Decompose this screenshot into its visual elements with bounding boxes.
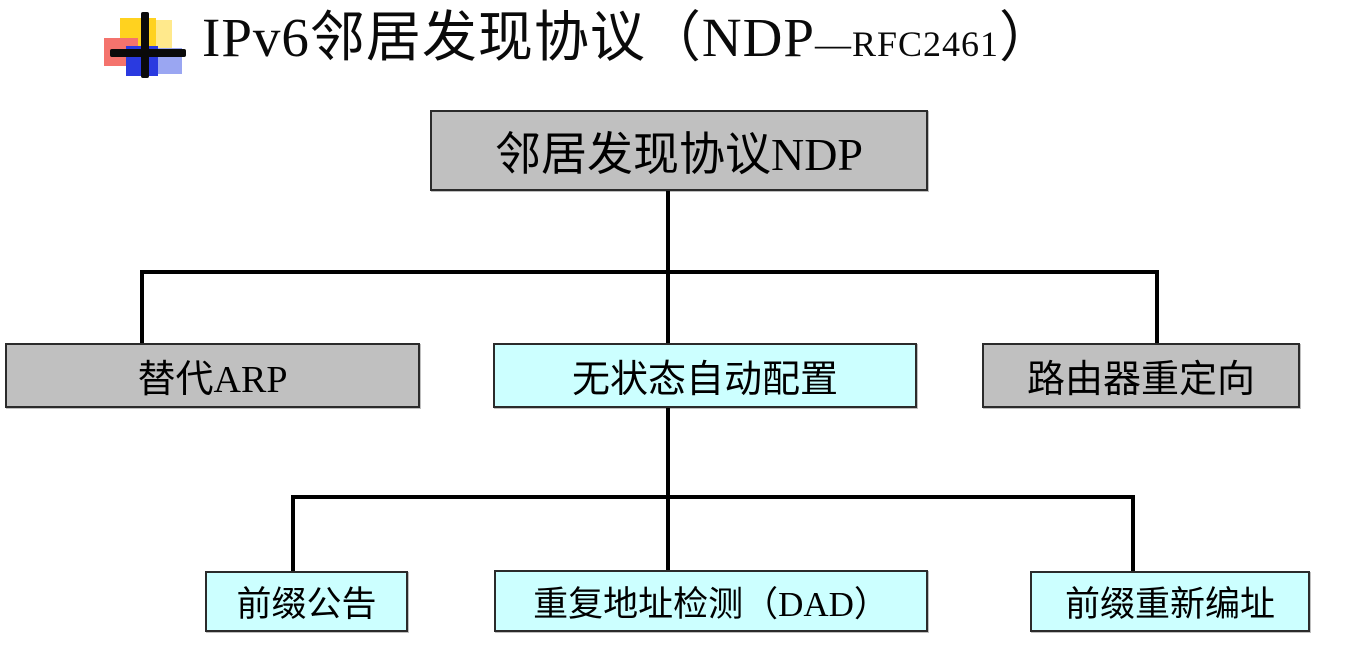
page-title: IPv6邻居发现协议（NDP—RFC2461）	[202, 2, 1055, 80]
title-close-paren: ）	[998, 7, 1055, 68]
connector-right2-drop	[1131, 499, 1135, 571]
title-rfc-number: —RFC2461	[814, 24, 999, 64]
connector-h-level2	[291, 495, 1135, 499]
connector-mid2-drop	[666, 499, 670, 570]
bullet-cross-horizontal	[110, 49, 186, 57]
connector-mid1-drop	[666, 274, 670, 343]
title-main: IPv6邻居发现协议（NDP	[202, 7, 815, 68]
connector-left2-drop	[291, 499, 295, 571]
connector-root-drop	[666, 191, 670, 274]
node-replace-arp: 替代ARP	[5, 343, 420, 408]
node-router-redirect: 路由器重定向	[982, 343, 1300, 408]
node-prefix-announcement: 前缀公告	[205, 571, 408, 632]
bullet-cross-vertical	[141, 12, 149, 78]
node-prefix-renumbering: 前缀重新编址	[1030, 571, 1310, 632]
node-ndp-root: 邻居发现协议NDP	[430, 110, 928, 191]
node-stateless-autoconfig: 无状态自动配置	[493, 343, 917, 408]
plus-bullet-icon	[104, 12, 190, 82]
connector-h-level1	[140, 270, 1159, 274]
connector-left1-drop	[140, 274, 144, 343]
connector-slaac-drop	[666, 408, 670, 495]
connector-right1-drop	[1155, 274, 1159, 343]
bullet-light-yellow-square	[156, 20, 172, 48]
node-duplicate-address-detection: 重复地址检测（DAD）	[494, 570, 928, 632]
